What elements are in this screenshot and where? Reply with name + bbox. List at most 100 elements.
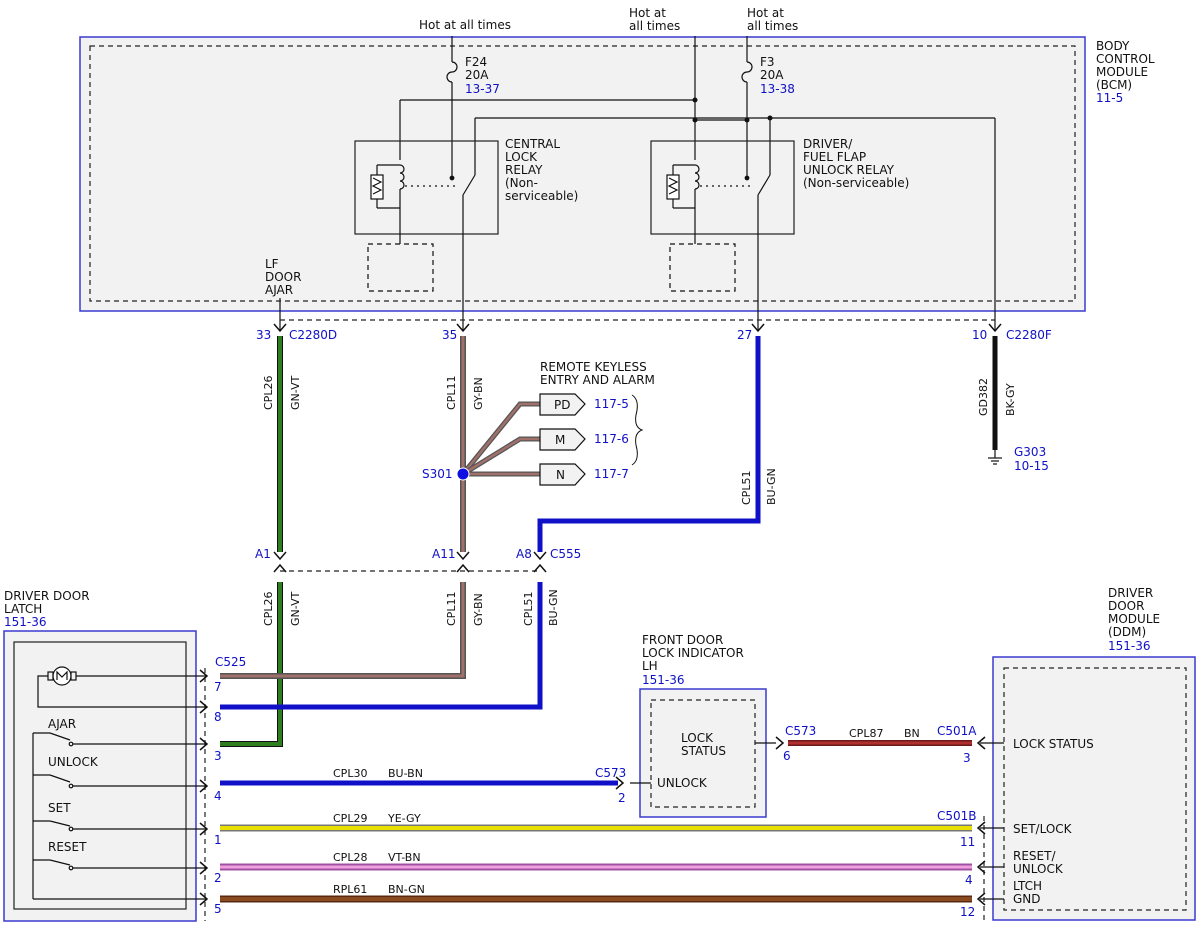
indicator-conn-unlock: C573 [595,766,626,780]
bcm-title-3: MODULE [1096,65,1148,79]
hot-label-1: Hot at all times [419,18,511,32]
latch-pin-5: 5 [214,902,222,916]
ddm-ltch-gnd-2: GND [1013,892,1041,906]
rke-pd-ref: 117-5 [594,397,629,411]
indicator-ref: 151-36 [642,673,685,687]
fuse-f3-ref: 13-38 [760,82,795,96]
indicator-pin-unlock: 2 [618,791,626,805]
driver-relay-l4: (Non-serviceable) [803,176,909,190]
label-gnvt-top: GN-VT [289,375,302,410]
latch-pin-3: 3 [214,749,222,763]
wire-gd382 [988,336,1002,465]
label-gybn-bottom: GY-BN [472,593,485,626]
hot-label-3b: all times [747,19,798,33]
ddm-ref: 151-36 [1108,639,1151,653]
central-relay-l2: LOCK [505,150,538,164]
label-bugn-bottom: BU-GN [547,589,560,626]
label-cpl26-bottom: CPL26 [262,592,275,626]
wire-rke-branches [461,401,540,477]
indicator-title-1: FRONT DOOR [642,633,723,647]
switch-reset: RESET [48,840,87,854]
fuse-f3-name: F3 [760,55,775,69]
hot-label-3a: Hot at [747,6,784,20]
fuse-f24-ref: 13-37 [465,82,500,96]
bcm-title-1: BODY [1096,39,1130,53]
latch-pin-1: 1 [214,833,222,847]
bcm-ref: 11-5 [1096,91,1123,105]
latch-title-1: DRIVER DOOR [4,589,90,603]
c555-pin-a1: A1 [255,547,271,561]
wire-cpl51 [220,336,761,710]
ddm-title-3: MODULE [1108,612,1160,626]
bcm-title-2: CONTROL [1096,52,1155,66]
central-relay-l5: serviceable) [505,189,578,203]
ddm-title-2: DOOR [1108,599,1144,613]
ddm-title-4: (DDM) [1108,625,1146,639]
ddm-title-1: DRIVER [1108,586,1153,600]
rke-title-2: ENTRY AND ALARM [540,373,655,387]
indicator-unlock: UNLOCK [657,776,708,790]
lf-door-ajar-l2: DOOR [265,270,301,284]
bcm-pin-27: 27 [737,328,752,342]
label-gybn-top: GY-BN [472,377,485,410]
ddm-lock-status: LOCK STATUS [1013,737,1094,751]
switch-ajar: AJAR [48,717,76,731]
label-bn: BN [904,727,920,740]
label-cpl11-bottom: CPL11 [445,592,458,626]
splice-label: S301 [422,467,453,481]
label-vtbn: VT-BN [388,851,421,864]
driver-relay-l2: FUEL FLAP [803,150,866,164]
label-cpl11-top: CPL11 [445,376,458,410]
rke-n-ref: 117-7 [594,467,629,481]
latch-pin-4: 4 [214,789,222,803]
c555-pin-a11: A11 [432,547,455,561]
label-gd382: GD382 [977,378,990,416]
bcm-pin-35: 35 [442,328,457,342]
central-relay-l4: (Non- [505,176,538,190]
label-rpl61: RPL61 [333,883,367,896]
latch-title-2: LATCH [4,602,42,616]
bcm-internal-wiring [279,36,996,330]
label-yegy: YE-GY [387,812,421,825]
indicator-pin-status: 6 [783,749,791,763]
central-relay-l1: CENTRAL [505,137,560,151]
switch-unlock: UNLOCK [48,755,99,769]
hot-label-2b: all times [629,19,680,33]
rke-m: M [555,433,565,447]
rke-pd: PD [554,398,570,412]
ddm-reset-unlock-1: RESET/ [1013,849,1056,863]
label-cpl51-bottom: CPL51 [522,592,535,626]
latch-ref: 151-36 [4,615,47,629]
c555-name: C555 [550,547,581,561]
latch-pin-8: 8 [214,710,222,724]
indicator-title-3: LH [642,659,658,673]
ddm-pin-11: 11 [960,835,975,849]
ddm-conn-b: C501B [937,809,977,823]
ddm-pin-3: 3 [963,751,971,765]
bcm-pin-33: 33 [256,328,271,342]
indicator-conn-status: C573 [785,724,816,738]
ddm-conn-a: C501A [937,724,977,738]
bcm-pin-10: 10 [972,328,987,342]
central-relay-l3: RELAY [505,163,543,177]
label-gnvt-bottom: GN-VT [289,591,302,626]
latch-internals [32,666,206,900]
driver-relay-l1: DRIVER/ [803,137,853,151]
c555-pin-a8: A8 [516,547,532,561]
rke-m-ref: 117-6 [594,432,629,446]
latch-pin-2: 2 [214,871,222,885]
label-cpl30: CPL30 [333,767,367,780]
ddm-pin-12: 12 [960,905,975,919]
connector-c2280d: C2280D [289,328,337,342]
label-cpl29: CPL29 [333,812,367,825]
switch-set: SET [48,801,71,815]
label-bubn: BU-BN [388,767,423,780]
connector-c2280f: C2280F [1006,328,1052,342]
rke-n: N [556,468,565,482]
bcm-title-4: (BCM) [1096,78,1132,92]
wire-cpl11 [220,336,466,679]
fuse-f24-rating: 20A [465,68,489,82]
front-door-lock-indicator: FRONT DOOR LOCK INDICATOR LH 151-36 LOCK… [595,633,816,818]
rke-brace [631,394,644,466]
